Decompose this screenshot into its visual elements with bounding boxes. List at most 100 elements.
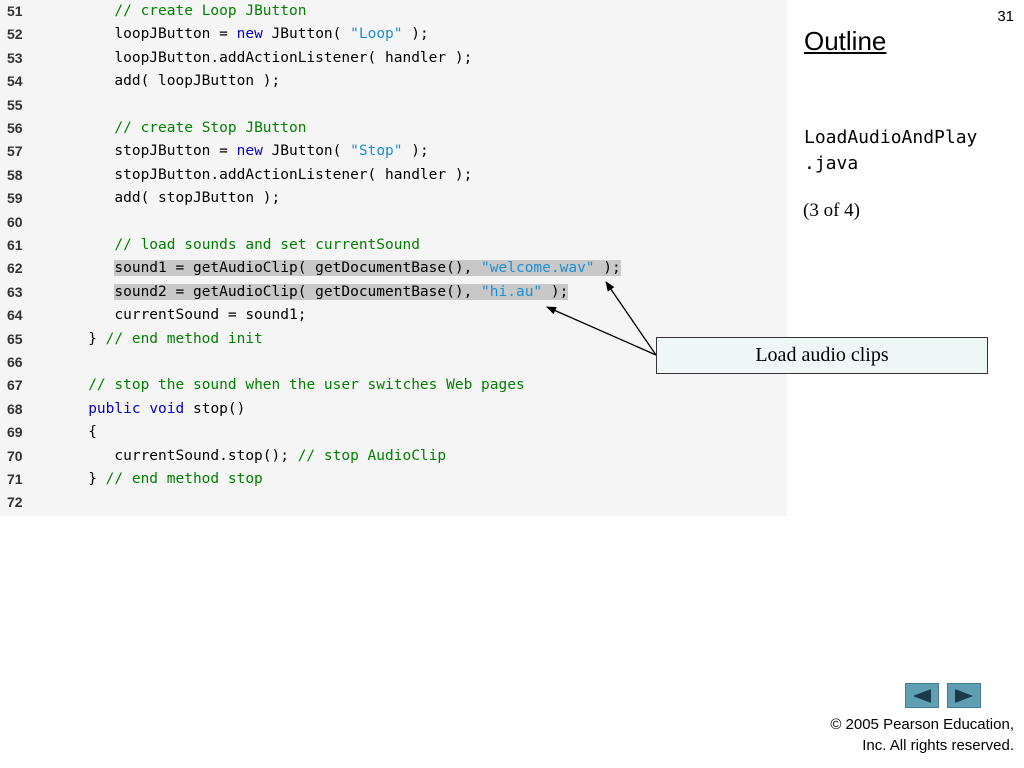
code-token <box>62 120 114 136</box>
filename-line-2: .java <box>804 153 859 174</box>
code-text: stopJButton = new JButton( "Stop" ); <box>62 140 428 163</box>
line-number: 54 <box>7 73 23 90</box>
copyright-line-2: Inc. All rights reserved. <box>862 737 1014 754</box>
code-token: JButton( <box>262 143 351 160</box>
line-number: 72 <box>7 494 23 511</box>
code-line: 51 // create Loop JButton <box>0 0 787 23</box>
line-number: 71 <box>7 471 23 487</box>
line-number: 64 <box>7 307 23 324</box>
code-text: add( stopJButton ); <box>62 187 280 210</box>
code-string: "Stop" <box>350 143 403 160</box>
source-filename: LoadAudioAndPlay .java <box>804 125 977 177</box>
code-comment: // load sounds and set currentSound <box>114 237 420 253</box>
code-keyword: new <box>236 26 263 43</box>
code-line: 71 } // end method stop <box>0 468 787 491</box>
left-triangle-icon <box>913 688 931 703</box>
code-text: public void stop() <box>62 398 245 421</box>
code-text: loopJButton.addActionListener( handler )… <box>62 47 472 70</box>
code-line: 70 currentSound.stop(); // stop AudioCli… <box>0 445 787 468</box>
code-line: 55 <box>0 94 787 117</box>
code-token: ); <box>594 260 621 277</box>
code-line: 66 <box>0 351 787 374</box>
next-slide-button[interactable] <box>947 683 981 708</box>
code-text: currentSound = sound1; <box>62 304 306 327</box>
code-line: 56 // create Stop JButton <box>0 117 787 140</box>
line-number: 68 <box>7 400 23 417</box>
outline-title[interactable]: Outline <box>804 26 887 56</box>
code-line: 65 } // end method init <box>0 328 787 351</box>
code-comment: // stop AudioClip <box>297 447 447 464</box>
line-number: 63 <box>7 283 23 300</box>
line-number: 70 <box>7 447 23 464</box>
line-number: 53 <box>7 49 23 66</box>
code-token <box>62 377 88 393</box>
code-line: 63 sound2 = getAudioClip( getDocumentBas… <box>0 281 787 304</box>
code-token <box>62 284 114 300</box>
code-token: sound1 = getAudioClip( getDocumentBase()… <box>114 260 482 277</box>
code-text: stopJButton.addActionListener( handler )… <box>62 164 472 187</box>
code-token: loopJButton.addActionListener( handler )… <box>62 49 473 66</box>
code-line: 64 currentSound = sound1; <box>0 304 787 327</box>
line-number: 67 <box>7 377 23 394</box>
code-text: { <box>62 421 97 444</box>
code-line: 53 loopJButton.addActionListener( handle… <box>0 47 787 70</box>
line-number: 52 <box>7 26 23 43</box>
code-token: { <box>62 424 97 441</box>
code-line: 68 public void stop() <box>0 398 787 421</box>
code-token: currentSound.stop(); <box>62 447 298 464</box>
code-line: 59 add( stopJButton ); <box>0 187 787 210</box>
line-number: 57 <box>7 143 23 160</box>
code-line: 69 { <box>0 421 787 444</box>
line-number: 62 <box>7 260 23 277</box>
code-line: 58 stopJButton.addActionListener( handle… <box>0 164 787 187</box>
line-number: 58 <box>7 166 23 183</box>
code-token <box>62 260 114 276</box>
code-token: JButton( <box>262 26 351 43</box>
page-number: 31 <box>997 8 1014 25</box>
copyright-notice: © 2005 Pearson Education, Inc. All right… <box>830 714 1014 756</box>
code-token: stopJButton.addActionListener( handler )… <box>62 166 473 183</box>
code-token: } <box>62 471 106 487</box>
code-line: 52 loopJButton = new JButton( "Loop" ); <box>0 23 787 46</box>
code-comment: // create Loop JButton <box>114 3 307 19</box>
code-string: "hi.au" <box>481 283 543 300</box>
code-token: ); <box>542 283 569 300</box>
code-line: 57 stopJButton = new JButton( "Stop" ); <box>0 140 787 163</box>
code-text: sound2 = getAudioClip( getDocumentBase()… <box>62 281 569 304</box>
code-string: "Loop" <box>350 26 403 43</box>
code-comment: // stop the sound when the user switches… <box>88 377 525 394</box>
code-token: } <box>62 330 106 347</box>
code-keyword: public <box>88 400 141 417</box>
code-text: add( loopJButton ); <box>62 70 280 93</box>
code-text: // create Stop JButton <box>62 117 306 140</box>
code-token <box>62 3 114 19</box>
right-triangle-icon <box>955 688 973 703</box>
code-text: currentSound.stop(); // stop AudioClip <box>62 445 446 468</box>
callout-box: Load audio clips <box>656 337 988 374</box>
code-token: loopJButton = <box>62 26 237 43</box>
line-number: 56 <box>7 120 23 136</box>
code-token: stop() <box>184 400 246 417</box>
code-text: // stop the sound when the user switches… <box>62 374 525 397</box>
code-line: 67 // stop the sound when the user switc… <box>0 374 787 397</box>
code-token: ); <box>402 26 429 43</box>
code-text: // load sounds and set currentSound <box>62 234 420 257</box>
filename-line-1: LoadAudioAndPlay <box>804 127 978 148</box>
line-number: 59 <box>7 190 23 207</box>
code-text: loopJButton = new JButton( "Loop" ); <box>62 23 429 46</box>
code-comment: // create Stop JButton <box>114 120 307 136</box>
page-indicator: (3 of 4) <box>803 200 860 221</box>
previous-slide-button[interactable] <box>905 683 939 708</box>
line-number: 69 <box>7 424 23 441</box>
code-token: sound2 = getAudioClip( getDocumentBase()… <box>114 283 482 300</box>
code-line: 54 add( loopJButton ); <box>0 70 787 93</box>
code-token <box>62 237 114 253</box>
copyright-line-1: © 2005 Pearson Education, <box>830 716 1014 733</box>
code-line: 72 <box>0 491 787 514</box>
code-string: "welcome.wav" <box>481 260 595 277</box>
code-comment: // end method stop <box>105 471 263 487</box>
code-token: currentSound = sound1; <box>62 307 307 324</box>
code-line: 60 <box>0 211 787 234</box>
code-keyword: void <box>149 400 185 417</box>
